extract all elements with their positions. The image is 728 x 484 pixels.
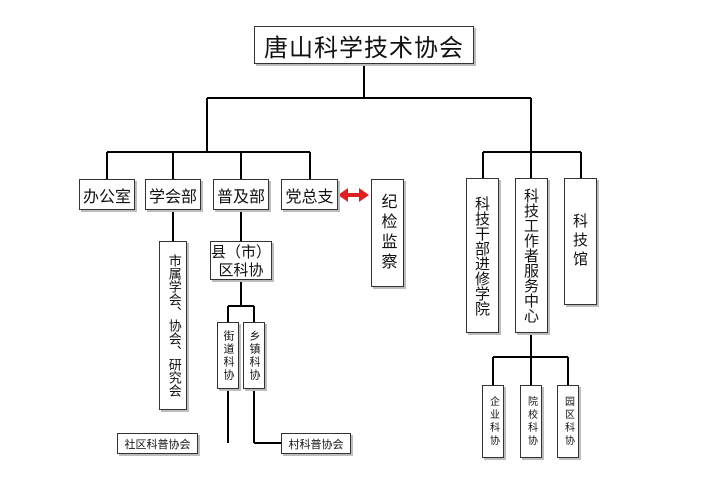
- node-museum: 科技馆: [564, 178, 597, 305]
- enterprise-assoc-label: 企业科协: [487, 395, 499, 448]
- societies-dept-label: 学会部: [148, 186, 197, 206]
- node-cadre-school: 科技干部进修学院: [466, 178, 499, 333]
- village-assoc-label: 村科普协会: [288, 437, 344, 451]
- municipal-societies-label: 市属学会、协会、研究会: [165, 254, 181, 397]
- node-popularization-dept: 普及部: [213, 179, 269, 210]
- cadre-school-label: 科技干部进修学院: [473, 195, 491, 316]
- root-label: 唐山科学技术协会: [264, 33, 464, 62]
- node-county-assoc: 县（市） 区科协: [210, 241, 272, 280]
- node-enterprise-assoc: 企业科协: [482, 385, 504, 458]
- node-office: 办公室: [79, 179, 135, 210]
- node-discipline-inspection: 纪检监察: [371, 179, 404, 287]
- double-arrow-icon: [338, 188, 369, 202]
- node-park-assoc: 园区科协: [557, 385, 579, 458]
- discipline-inspection-label: 纪检监察: [378, 193, 398, 273]
- county-assoc-line2: 区科协: [218, 260, 264, 279]
- node-street-assoc: 街道科协: [217, 322, 239, 389]
- town-assoc-label: 乡镇科协: [248, 329, 261, 382]
- party-branch-label: 党总支: [285, 186, 334, 206]
- service-center-label: 科技工作者服务中心: [522, 188, 540, 323]
- community-assoc-label: 社区科普协会: [124, 437, 191, 451]
- node-college-assoc: 院校科协: [520, 385, 542, 458]
- node-societies-dept: 学会部: [145, 179, 201, 210]
- popularization-dept-label: 普及部: [216, 186, 265, 206]
- node-community-assoc: 社区科普协会: [117, 433, 198, 454]
- college-assoc-label: 院校科协: [525, 395, 537, 448]
- root-node: 唐山科学技术协会: [254, 26, 474, 64]
- county-assoc-line1: 县（市）: [211, 242, 272, 261]
- museum-label: 科技馆: [571, 213, 589, 270]
- street-assoc-label: 街道科协: [222, 329, 235, 382]
- node-service-center: 科技工作者服务中心: [515, 178, 548, 333]
- node-municipal-societies: 市属学会、协会、研究会: [159, 241, 187, 410]
- node-party-branch: 党总支: [281, 179, 338, 210]
- office-label: 办公室: [82, 186, 131, 206]
- node-village-assoc: 村科普协会: [281, 433, 351, 454]
- node-town-assoc: 乡镇科协: [243, 322, 265, 389]
- park-assoc-label: 园区科协: [562, 395, 574, 448]
